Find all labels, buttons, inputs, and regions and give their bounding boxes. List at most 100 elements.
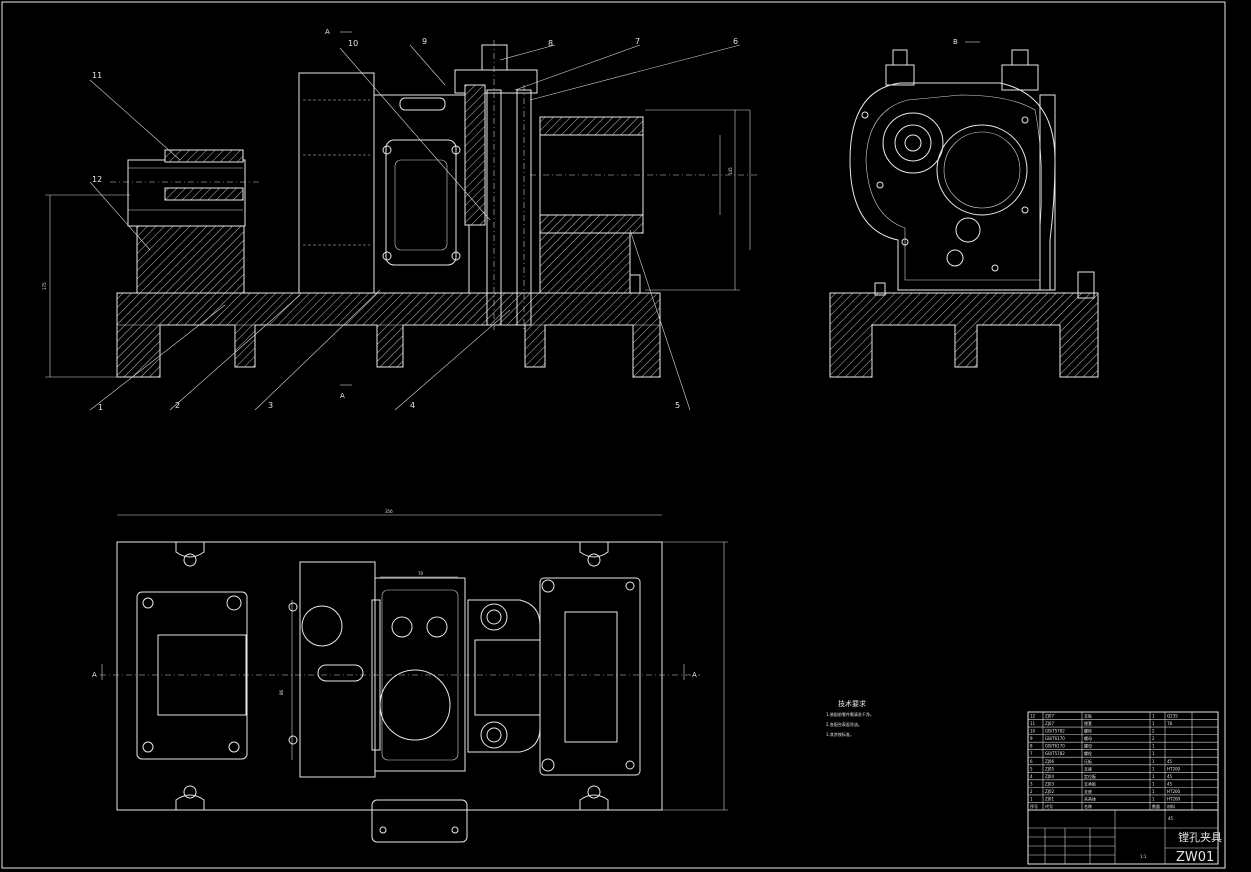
bom-cell: 1 [1152, 714, 1155, 719]
part-label-10: 10 [348, 39, 358, 48]
bom-cell: 45 [1167, 759, 1173, 764]
bom-header-cell: 名称 [1084, 803, 1092, 809]
bom-cell: GB/T6170 [1045, 744, 1065, 749]
bom-cell: GB/T5782 [1045, 751, 1065, 756]
bom-cell: 螺栓 [1084, 750, 1092, 756]
svg-text:145: 145 [728, 167, 733, 175]
bom-cell: 1 [1152, 774, 1155, 779]
bom-cell: 镗套 [1084, 720, 1092, 726]
bom-cell: 1 [1152, 796, 1155, 801]
bom-cell: HT200 [1167, 796, 1181, 801]
bom-cell: ZJ04 [1045, 774, 1054, 779]
bom-cell: 支板 [1084, 713, 1092, 719]
bom-cell: GB/T6170 [1045, 736, 1065, 741]
bom-cell: 12 [1030, 714, 1036, 719]
bom-cell: 11 [1030, 721, 1036, 726]
part-label-9: 9 [422, 37, 427, 46]
bom-header-cell: 数量 [1152, 803, 1160, 809]
tech-requirements-heading: 技术要求 [838, 699, 866, 708]
bom-cell: 1 [1030, 796, 1033, 801]
bom-cell: 1 [1152, 759, 1155, 764]
part-label-4: 4 [410, 401, 415, 410]
part-label-12: 12 [92, 175, 102, 184]
bom-cell: 1 [1152, 744, 1155, 749]
bom-cell: 支座 [1084, 765, 1092, 771]
bom-cell: GB/T5782 [1045, 729, 1065, 734]
bom-cell: 1 [1152, 721, 1155, 726]
title-scale: 1:1 [1140, 854, 1147, 859]
part-number-labels: 1 2 3 4 5 6 7 8 9 10 11 12 [92, 37, 738, 412]
section-mark-top: A [325, 28, 330, 36]
technical-requirements: 技术要求 1.装配前零件需清洗干净。 2.各配合表面涂油。 3.其余按标准。 [826, 699, 874, 737]
side-view: B [829, 38, 1099, 378]
bom-cell: ZJ07 [1045, 721, 1054, 726]
bom-cell: 3 [1030, 781, 1033, 786]
svg-text:175: 175 [42, 282, 47, 290]
part-label-1: 1 [98, 403, 103, 412]
front-section-view: 175 145 A A [42, 28, 760, 400]
bom-cell: 7 [1030, 751, 1033, 756]
part-label-2: 2 [175, 401, 180, 410]
bom-cell: 压板 [1084, 758, 1092, 764]
bom-cell: 2 [1030, 789, 1033, 794]
bom-cell: 夹具体 [1084, 795, 1096, 801]
bom-header-cell: 代号 [1045, 803, 1053, 809]
svg-text:356: 356 [385, 509, 393, 514]
bom-cell: T8 [1166, 721, 1172, 726]
bom-cell: 45 [1167, 774, 1173, 779]
bom-cell: 1 [1152, 781, 1155, 786]
drawing-title: 镗孔夹具 [1178, 830, 1222, 844]
bom-cell: 10 [1030, 729, 1036, 734]
tech-requirement-line: 1.装配前零件需清洗干净。 [826, 711, 874, 717]
bom-cell: ZJ01 [1045, 796, 1054, 801]
plan-view: 356 86 [92, 509, 728, 843]
bom-cell: ZJ03 [1045, 781, 1054, 786]
bom-cell: 支座 [1084, 788, 1092, 794]
tech-requirement-line: 3.其余按标准。 [826, 731, 854, 737]
drawing-code: ZW01 [1176, 850, 1214, 865]
bom-cell: Q235 [1167, 714, 1178, 719]
part-label-8: 8 [548, 39, 553, 48]
bom-cell: 2 [1152, 729, 1155, 734]
bom-cell: 4 [1030, 774, 1033, 779]
sheet-border [1, 1, 1226, 869]
bom-cell: 1 [1152, 751, 1155, 756]
svg-text:86: 86 [279, 689, 284, 695]
bom-cell: 45 [1167, 781, 1173, 786]
bom-cell: ZJ07 [1045, 714, 1054, 719]
bom-cell: 螺栓 [1084, 728, 1092, 734]
bom-cell: 1 [1152, 766, 1155, 771]
bom-cell: 螺母 [1084, 735, 1092, 741]
bom-header-cell: 材料 [1167, 803, 1175, 809]
section-mark-plan-left: A [92, 671, 97, 679]
bom-cell: 9 [1030, 736, 1033, 741]
part-label-11: 11 [92, 71, 102, 80]
leader-lines [89, 44, 741, 411]
bom-cell: 定位板 [1084, 773, 1096, 779]
section-mark-bottom: A [340, 392, 345, 400]
bom-cell: 1 [1152, 789, 1155, 794]
bom-cell: 5 [1030, 766, 1033, 771]
part-label-6: 6 [733, 37, 738, 46]
bom-header-cell: 序号 [1030, 803, 1038, 809]
bom-cell: 2 [1152, 736, 1155, 741]
bom-cell: 螺母 [1084, 743, 1092, 749]
bom-cell: ZJ05 [1045, 766, 1054, 771]
part-label-7: 7 [635, 37, 640, 46]
title-material: 45 [1168, 816, 1174, 821]
bom-cell: ZJ06 [1045, 759, 1054, 764]
bom-cell: 6 [1030, 759, 1033, 764]
tech-requirement-line: 2.各配合表面涂油。 [826, 721, 862, 727]
bom-cell: HT200 [1167, 789, 1181, 794]
svg-text:70: 70 [418, 571, 424, 576]
bom-cell: HT200 [1167, 766, 1181, 771]
part-label-3: 3 [268, 401, 273, 410]
bom-cell: 支承板 [1084, 780, 1096, 786]
part-label-5: 5 [675, 401, 680, 410]
bom-cell: ZJ02 [1045, 789, 1054, 794]
bom-cell: 8 [1030, 744, 1033, 749]
section-mark-plan-right: A [692, 671, 697, 679]
section-mark-side: B [953, 38, 958, 46]
